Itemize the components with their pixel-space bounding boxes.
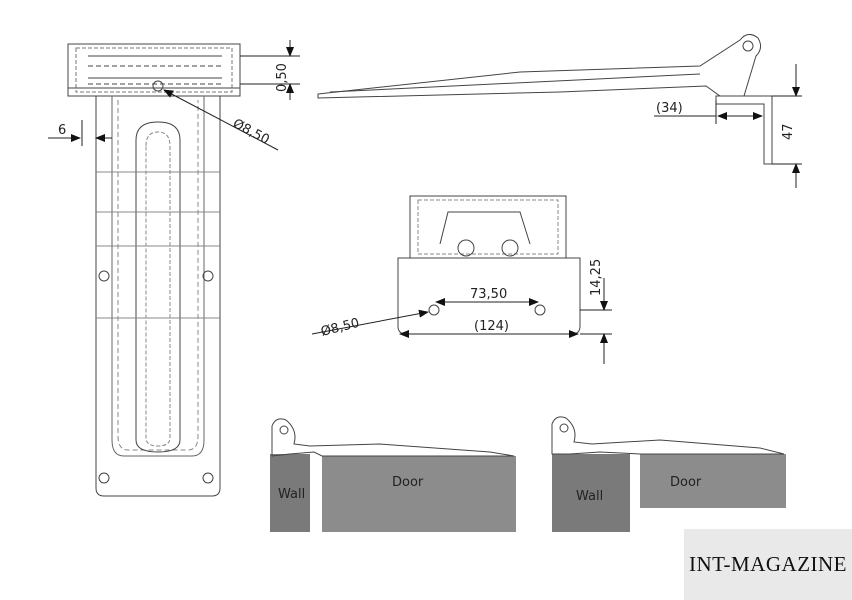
door-label-right: Door [670,475,702,490]
dim-hole-top-text: Ø8,50 [230,116,272,148]
dim-hole-top [163,89,279,151]
side-leaf-outline [317,34,762,99]
watermark-box: INT-MAGAZINE [684,529,852,600]
center-slot [135,121,181,453]
dim-hole-mid-text: Ø8,50 [319,316,361,340]
wall-label-left: Wall [278,487,305,502]
top-barrel [409,195,567,259]
wall-label-right: Wall [576,489,603,504]
watermark-text: INT-MAGAZINE [688,552,848,576]
bracket [715,95,773,165]
door-block [322,456,516,532]
dim-1425-text: 14,25 [589,259,604,296]
mount-hole-mid [534,304,546,316]
top-hole [152,80,164,92]
mount-hole [202,270,214,282]
mount-hole [98,472,110,484]
door-label-left: Door [392,475,424,490]
dim-050 [240,40,300,100]
dim-hole-mid [311,309,429,335]
door-block [640,454,786,508]
barrel-outline [67,43,241,97]
hinge-open [551,416,785,455]
dim-34-text: (34) [656,101,683,116]
front-view [67,43,241,497]
dim-050-text: 0,50 [275,63,290,92]
dim-7350-text: 73,50 [470,287,507,302]
wall-block [270,454,310,532]
pivot-hole [742,40,754,52]
top-view [397,195,581,335]
dim-124-text: (124) [474,319,509,334]
dim-47-text: 47 [781,123,796,140]
install-view-left [270,418,516,532]
dim-6-text: 6 [58,123,66,138]
mount-hole [98,270,110,282]
mount-hole-mid [428,304,440,316]
dim-1425 [580,278,612,364]
dim-6 [48,120,112,146]
mount-hole [202,472,214,484]
install-view-right [551,416,786,532]
dim-34 [654,100,763,124]
side-view [317,34,773,165]
dim-47 [772,64,802,188]
leaf-outline [95,96,221,497]
wall-block [552,454,630,532]
hinge-closed [271,418,515,457]
